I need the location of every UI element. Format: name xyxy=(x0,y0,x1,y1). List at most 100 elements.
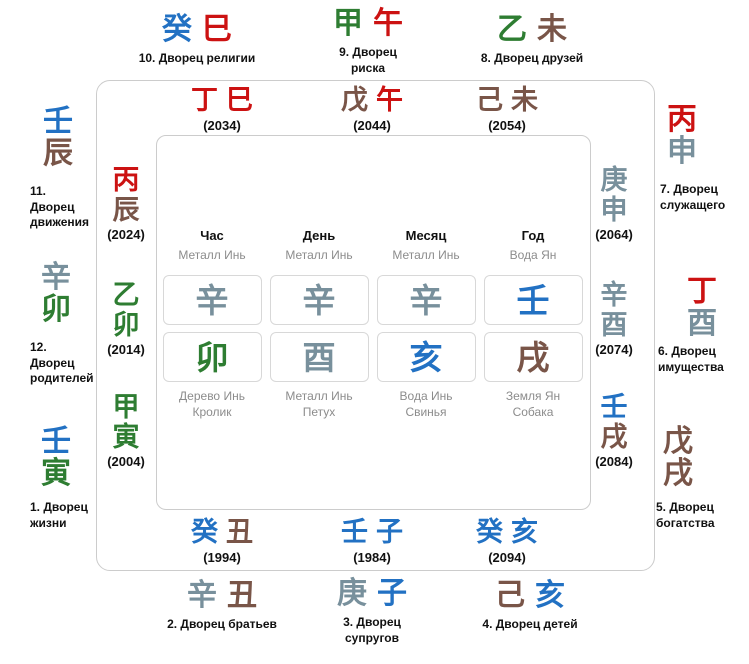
palace-stem-char: 壬 xyxy=(43,104,73,139)
pillar-branch-char: 丑 xyxy=(226,517,253,548)
column-title: Год xyxy=(521,228,545,243)
stem-char: 辛 xyxy=(302,280,336,320)
column-title: Час xyxy=(200,228,224,243)
palace-branch-char: 亥 xyxy=(535,578,565,613)
pillar-2054: 己 未 (2054) xyxy=(457,86,557,133)
palace-11-chars: 壬 辰 xyxy=(38,104,78,172)
branch-info: Вода Инь Свинья xyxy=(376,389,477,420)
palace-stem-char: 己 xyxy=(495,578,525,613)
palace-chars: 辛 丑 xyxy=(142,578,302,613)
pillar-stem-char: 己 xyxy=(476,85,503,116)
pillar-1984: 壬 子 (1984) xyxy=(322,518,422,565)
palace-chars: 己 亥 xyxy=(455,578,605,613)
palace-chars: 庚 子 xyxy=(322,576,422,611)
stem-element-label: Вода Ян xyxy=(509,248,557,262)
palace-branch-char: 未 xyxy=(537,12,567,47)
branch-animal-label: Кролик xyxy=(192,404,232,419)
stem-element-label: Металл Инь xyxy=(178,248,246,262)
label-line: 6. Дворец xyxy=(658,344,716,358)
stem-char: 辛 xyxy=(409,280,443,320)
palace-label: 9. Дворец риска xyxy=(318,45,418,76)
pillar-year: (2084) xyxy=(595,454,633,470)
pillar-year: (2004) xyxy=(107,454,145,470)
label-line: 1. Дворец xyxy=(30,500,88,514)
palace-label: 10. Дворец религии xyxy=(138,51,256,66)
label-line: Дворец xyxy=(30,355,75,370)
label-line: движения xyxy=(30,215,90,230)
pillar-year: (2094) xyxy=(488,549,526,565)
pillar-year: (2024) xyxy=(107,227,145,243)
palace-12-chars: 辛 卯 xyxy=(36,261,76,328)
branch-element-label: Земля Ян xyxy=(505,389,561,403)
palace-branch-char: 子 xyxy=(377,576,407,611)
palace-3-spouses: 庚 子 3. Дворец супругов xyxy=(322,576,422,647)
pillar-2064: 庚 申 (2064) xyxy=(584,166,644,243)
palace-branch-char: 辰 xyxy=(43,136,73,172)
branch-animal-label: Собака xyxy=(512,404,554,419)
palace-branch-char: 酉 xyxy=(687,306,717,342)
pillar-branch-char: 寅 xyxy=(112,421,140,453)
pillar-stem-char: 癸 xyxy=(476,517,503,548)
palace-5-label: 5. Дворец богатства xyxy=(656,500,746,531)
palace-6-chars: 丁 酉 xyxy=(682,274,722,342)
branch-animal-label: Петух xyxy=(302,404,336,419)
column-year: Год Вода Ян 壬 戌 Земля Ян Собака xyxy=(483,228,584,420)
pillar-year: (2054) xyxy=(488,117,526,133)
palace-label: 4. Дворец детей xyxy=(482,617,578,632)
palace-5-chars: 戊 戌 xyxy=(658,424,698,491)
branch-element-label: Металл Инь xyxy=(285,389,353,403)
palace-12-label: 12. Дворец родителей xyxy=(30,340,125,387)
palace-branch-char: 卯 xyxy=(41,292,71,328)
label-line: 9. Дворец xyxy=(339,45,397,60)
pillar-stem-char: 乙 xyxy=(112,280,140,311)
palace-label: 2. Дворец братьев xyxy=(167,617,277,632)
pillar-branch-char: 卯 xyxy=(112,309,140,341)
pillar-chars: 戊 午 xyxy=(322,86,422,116)
stem-cell: 辛 xyxy=(376,275,476,325)
palace-8-friends: 乙 未 8. Дворец друзей xyxy=(462,12,602,67)
palace-7-label: 7. Дворец служащего xyxy=(660,182,748,213)
pillar-branch-char: 亥 xyxy=(511,517,538,548)
pillar-chars: 丁 巳 xyxy=(172,86,272,116)
palace-stem-char: 辛 xyxy=(187,578,217,613)
label-line: жизни xyxy=(30,515,67,530)
pillar-2074: 辛 酉 (2074) xyxy=(584,281,644,358)
pillar-2014: 乙 卯 (2014) xyxy=(96,280,156,358)
pillar-year: (2034) xyxy=(203,117,241,133)
branch-animal-label: Свинья xyxy=(405,404,447,419)
stem-element-label: Металл Инь xyxy=(392,248,460,262)
palace-label: 8. Дворец друзей xyxy=(480,51,584,66)
pillar-branch-char: 戌 xyxy=(600,421,628,453)
table-grid: Час Металл Инь 辛 卯 Дерево Инь Кролик Ден… xyxy=(156,228,589,420)
pillar-year: (2064) xyxy=(595,227,633,243)
palace-1-chars: 壬 寅 xyxy=(36,425,76,492)
branch-info: Дерево Инь Кролик xyxy=(162,389,263,420)
palace-7-chars: 丙 申 xyxy=(662,102,702,170)
palace-branch-char: 寅 xyxy=(41,456,71,492)
label-line: имущества xyxy=(658,359,724,374)
palace-stem-char: 丙 xyxy=(667,102,697,137)
palace-4-children: 己 亥 4. Дворец детей xyxy=(455,578,605,633)
palace-stem-char: 甲 xyxy=(333,6,363,41)
column-title: День xyxy=(302,228,336,243)
stem-char: 辛 xyxy=(195,280,229,320)
palace-branch-char: 丑 xyxy=(227,578,257,613)
palace-stem-char: 戊 xyxy=(663,424,693,459)
pillar-branch-char: 午 xyxy=(376,85,403,116)
pillar-stem-char: 癸 xyxy=(191,517,218,548)
label-line: 7. Дворец xyxy=(660,182,718,196)
branch-char: 亥 xyxy=(409,337,443,377)
pillar-year: (1984) xyxy=(353,549,391,565)
branch-element-label: Дерево Инь xyxy=(179,389,245,403)
palace-11-label: 11. Дворец движения xyxy=(30,184,125,231)
palace-stem-char: 丁 xyxy=(687,274,717,309)
stem-cell: 辛 xyxy=(269,275,369,325)
label-line: супругов xyxy=(345,630,399,645)
pillar-chars: 癸 丑 xyxy=(172,518,272,548)
pillar-chars: 己 未 xyxy=(457,86,557,116)
pillar-stem-char: 壬 xyxy=(341,517,368,548)
palace-branch-char: 申 xyxy=(667,134,697,170)
pillar-2044: 戊 午 (2044) xyxy=(322,86,422,133)
branch-info: Земля Ян Собака xyxy=(483,389,584,420)
